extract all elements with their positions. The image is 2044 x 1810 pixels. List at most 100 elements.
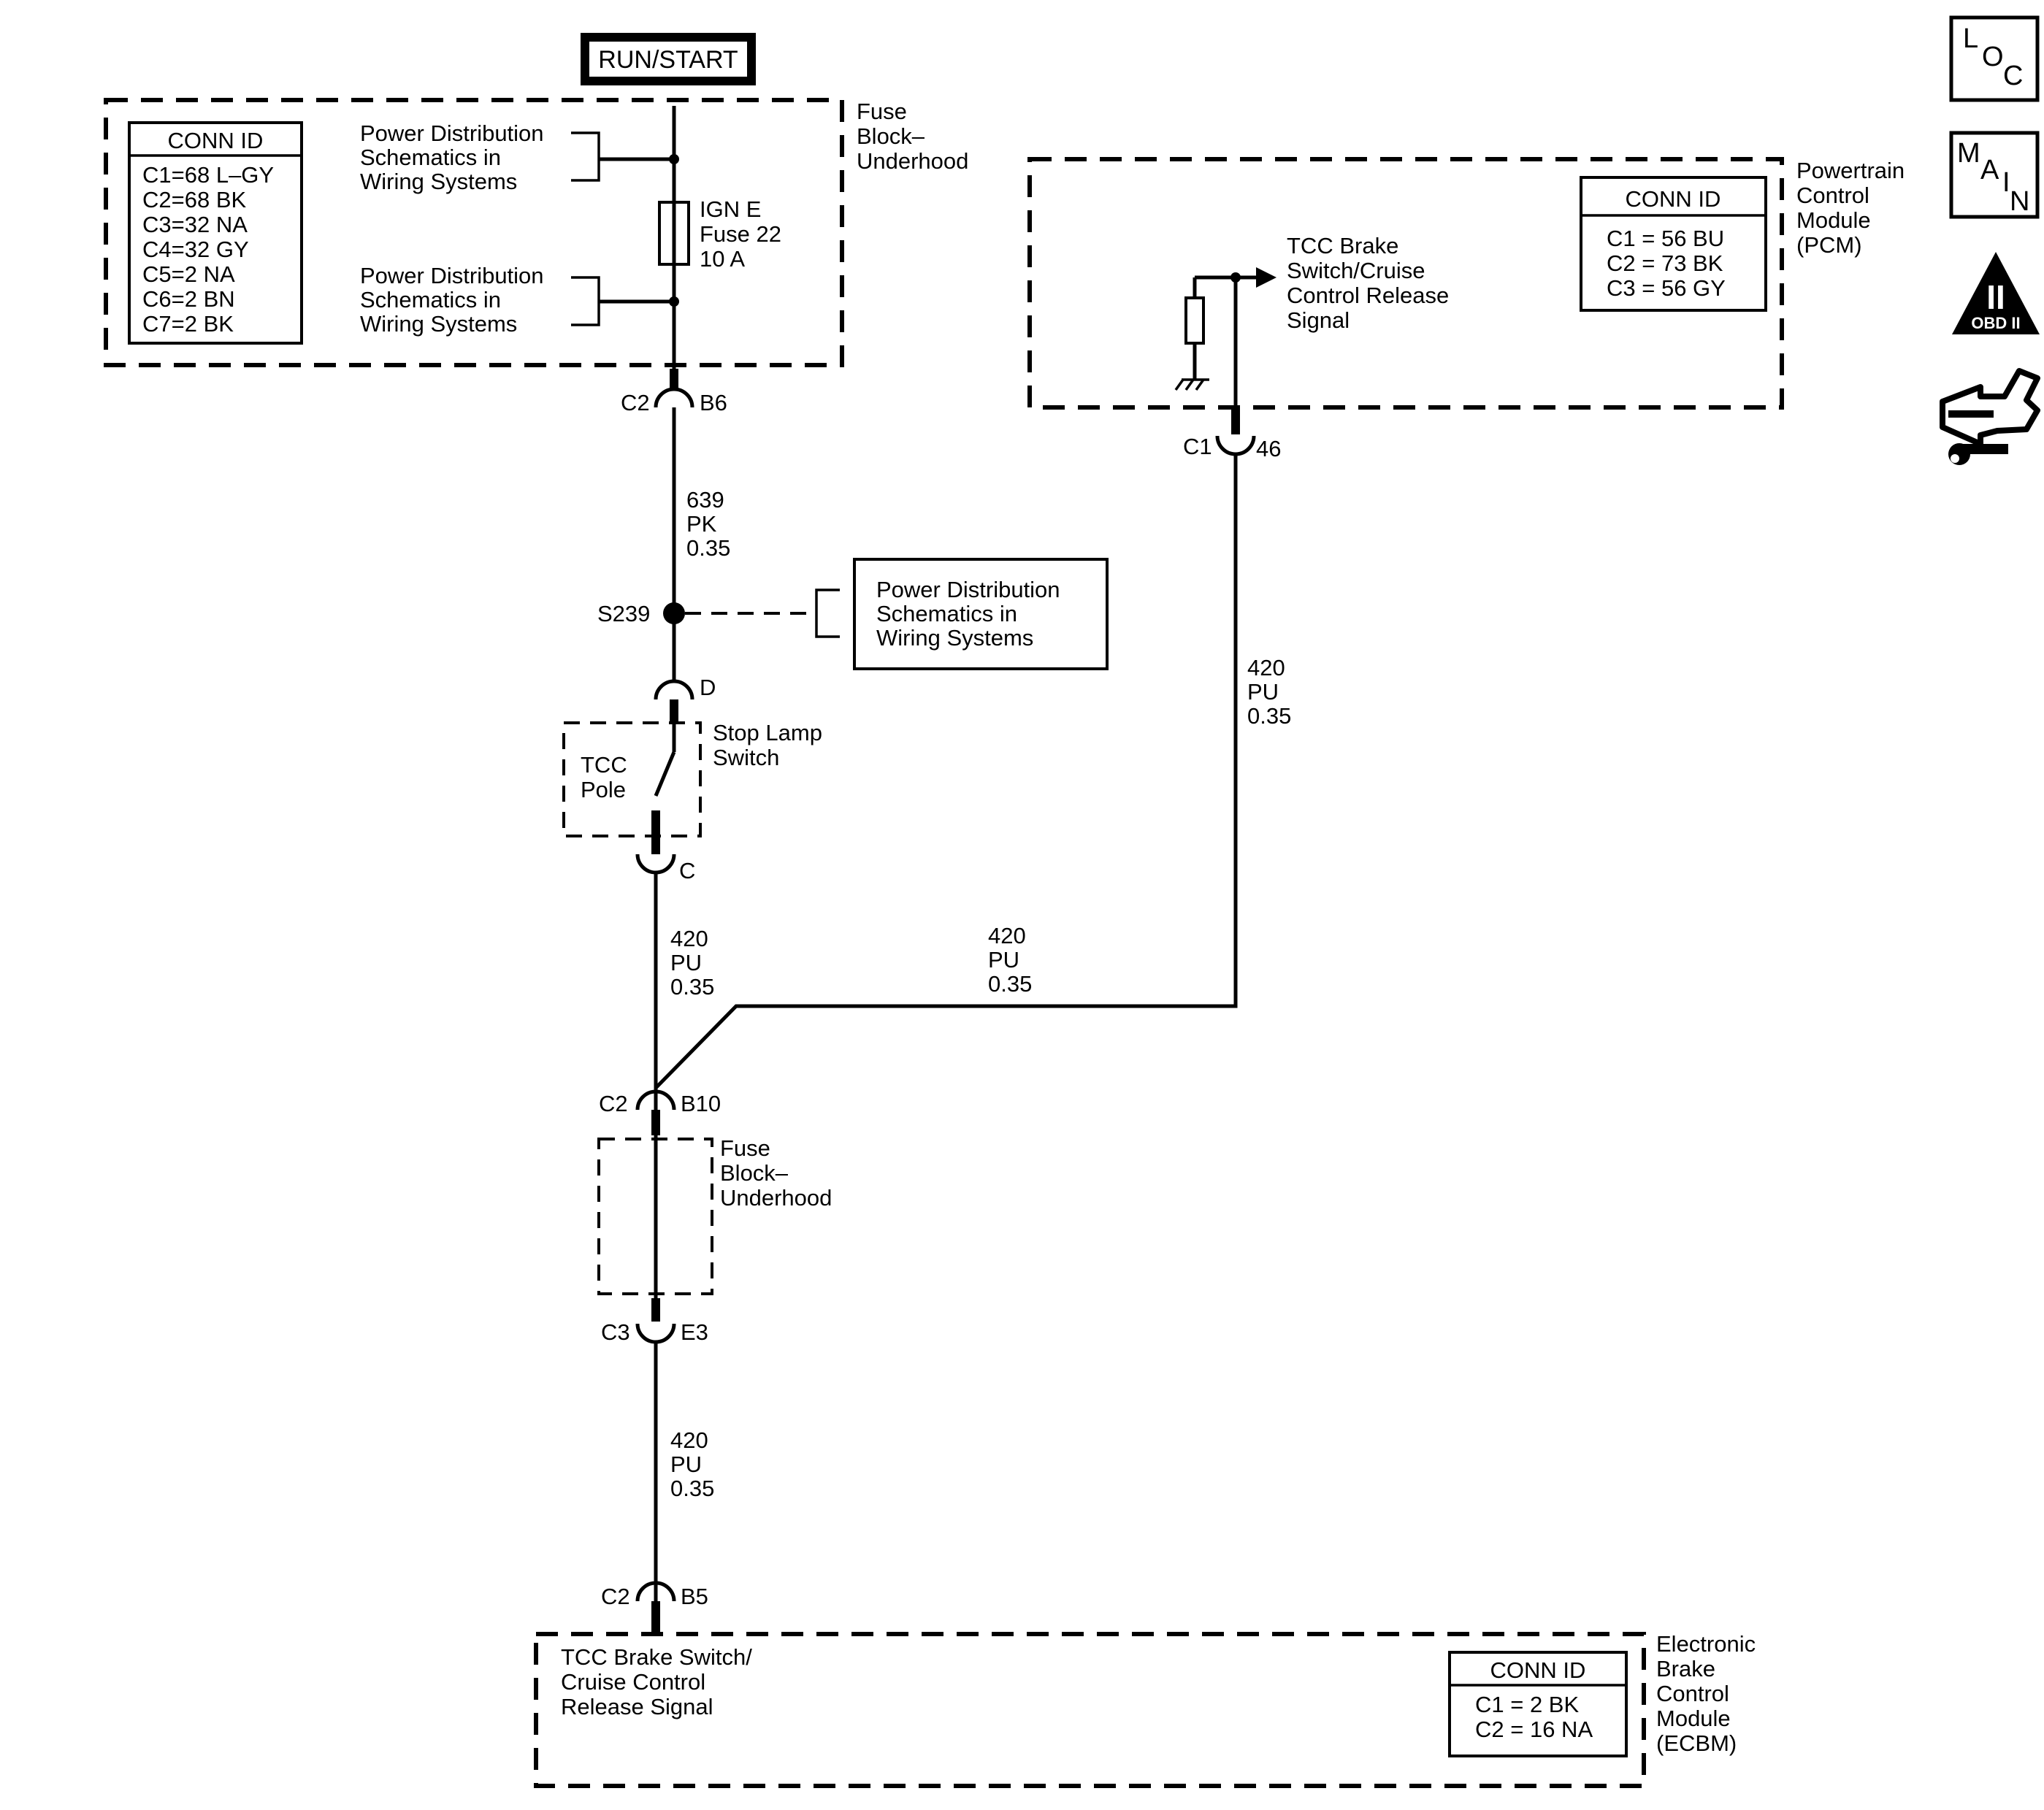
svg-text:CONN ID: CONN ID [1626,186,1721,212]
svg-text:Wiring Systems: Wiring Systems [360,169,517,194]
wire-label-420-horizontal: 420 PU 0.35 [988,923,1032,997]
svg-text:0.35: 0.35 [1247,703,1291,729]
svg-text:Brake: Brake [1656,1656,1715,1681]
svg-text:B5: B5 [681,1584,708,1609]
svg-text:420: 420 [670,926,708,951]
svg-text:Block–: Block– [857,123,925,149]
svg-text:C3: C3 [601,1319,630,1345]
svg-text:Underhood: Underhood [857,148,968,174]
svg-text:Power Distribution: Power Distribution [876,577,1060,602]
svg-text:Switch: Switch [713,745,779,770]
svg-text:Schematics in: Schematics in [360,287,501,312]
wire-420-to-pcm [654,453,1238,1089]
svg-text:0.35: 0.35 [988,971,1032,997]
svg-text:A: A [1980,155,1999,185]
svg-text:(ECBM): (ECBM) [1656,1730,1737,1756]
svg-text:N: N [2010,186,2029,217]
ecbm-label: Electronic Brake Control Module (ECBM) [1656,1631,1756,1756]
svg-text:C2=68 BK: C2=68 BK [142,187,247,212]
svg-text:C6=2 BN: C6=2 BN [142,286,235,312]
connector-c1-46: C1 46 [1183,409,1281,467]
svg-text:TCC Brake: TCC Brake [1287,233,1398,258]
svg-text:Module: Module [1656,1706,1731,1731]
stop-lamp-switch: Stop Lamp Switch TCC Pole [581,720,822,854]
pcm-input-circuit [1174,267,1276,413]
conn-id-table-ecbm: CONN ID C1 = 2 BK C2 = 16 NA [1448,1651,1628,1757]
power-distribution-ref-1[interactable]: Power Distribution Schematics in Wiring … [360,120,679,194]
svg-text:Control Release: Control Release [1287,283,1449,308]
svg-text:L: L [1963,23,1978,54]
fuse-block-mid-label: Fuse Block– Underhood [720,1135,832,1211]
svg-text:Wiring Systems: Wiring Systems [360,311,517,337]
pcm-label: Powertrain Control Module (PCM) [1796,158,1905,258]
svg-text:E3: E3 [681,1319,708,1345]
power-distribution-ref-splice[interactable]: Power Distribution Schematics in Wiring … [853,558,1109,670]
svg-text:Control: Control [1796,183,1869,208]
wire-label-420-pcm: 420 PU 0.35 [1247,655,1291,729]
wire-label-639: 639 PK 0.35 [686,487,730,561]
svg-text:C4=32 GY: C4=32 GY [142,237,249,262]
ignition-label: RUN/START [598,46,738,74]
svg-text:420: 420 [1247,655,1285,680]
svg-text:420: 420 [988,923,1026,948]
svg-text:0.35: 0.35 [670,1476,714,1501]
svg-text:C1=68 L–GY: C1=68 L–GY [142,162,274,188]
svg-text:Power Distribution: Power Distribution [360,120,544,146]
wire-label-420-c: 420 PU 0.35 [670,1427,714,1501]
svg-text:Electronic: Electronic [1656,1631,1756,1657]
fuse-block-top-label: Fuse Block– Underhood [857,99,968,174]
loc-icon[interactable]: L O C [1949,15,2040,102]
svg-text:Schematics in: Schematics in [876,601,1017,626]
connector-d: D [654,675,716,721]
svg-text:TCC Brake Switch/: TCC Brake Switch/ [561,1644,752,1670]
svg-text:Powertrain: Powertrain [1796,158,1905,183]
obd-ii-icon[interactable]: II OBD II [1952,252,2040,334]
diagnostic-hand-icon[interactable] [1940,368,2040,465]
main-icon[interactable]: M A I N [1949,131,2040,219]
svg-text:D: D [700,675,716,700]
svg-text:B10: B10 [681,1091,721,1116]
svg-text:PU: PU [670,1452,702,1477]
svg-text:I: I [2002,167,2010,198]
svg-text:CONN ID: CONN ID [1490,1657,1586,1683]
power-distribution-ref-2[interactable]: Power Distribution Schematics in Wiring … [360,263,679,337]
svg-text:Fuse 22: Fuse 22 [700,221,781,247]
svg-text:Fuse: Fuse [857,99,907,124]
stop-lamp-switch-boundary [562,721,702,837]
svg-text:Switch/Cruise: Switch/Cruise [1287,258,1425,283]
svg-text:(PCM): (PCM) [1796,232,1862,258]
svg-text:Power Distribution: Power Distribution [360,263,544,288]
svg-text:Module: Module [1796,207,1871,233]
svg-text:II: II [1986,278,2005,316]
svg-text:Fuse: Fuse [720,1135,770,1161]
svg-text:46: 46 [1256,436,1281,461]
pcm-signal-label: TCC Brake Switch/Cruise Control Release … [1287,233,1449,333]
splice-s239: S239 [597,588,840,683]
svg-text:Schematics in: Schematics in [360,145,501,170]
svg-text:S239: S239 [597,601,650,626]
svg-text:C2: C2 [599,1091,628,1116]
svg-text:Pole: Pole [581,777,626,802]
svg-text:M: M [1957,138,1980,169]
svg-text:B6: B6 [700,390,727,415]
svg-text:C3=32 NA: C3=32 NA [142,212,248,237]
conn-id-table-fuse-block: CONN ID C1=68 L–GY C2=68 BK C3=32 NA C4=… [128,121,303,345]
svg-text:Block–: Block– [720,1160,789,1186]
svg-text:Stop Lamp: Stop Lamp [713,720,822,745]
svg-text:PU: PU [988,947,1019,973]
conn-id-table-pcm: CONN ID C1 = 56 BU C2 = 73 BK C3 = 56 GY [1580,176,1767,312]
svg-text:PU: PU [1247,679,1279,705]
svg-text:C2: C2 [601,1584,630,1609]
connector-c3-e3: C3 E3 [601,1298,708,1577]
svg-text:Signal: Signal [1287,307,1350,333]
svg-text:C: C [2003,61,2023,91]
connector-c: C [635,854,695,1088]
wire-label-420-a: 420 PU 0.35 [670,926,714,1000]
svg-text:OBD II: OBD II [1971,314,2020,332]
svg-text:C2 = 16 NA: C2 = 16 NA [1475,1717,1593,1742]
fuse-block-top-boundary [104,98,844,367]
svg-text:C5=2 NA: C5=2 NA [142,261,235,287]
svg-text:PK: PK [686,511,717,537]
svg-text:O: O [1982,42,2004,72]
